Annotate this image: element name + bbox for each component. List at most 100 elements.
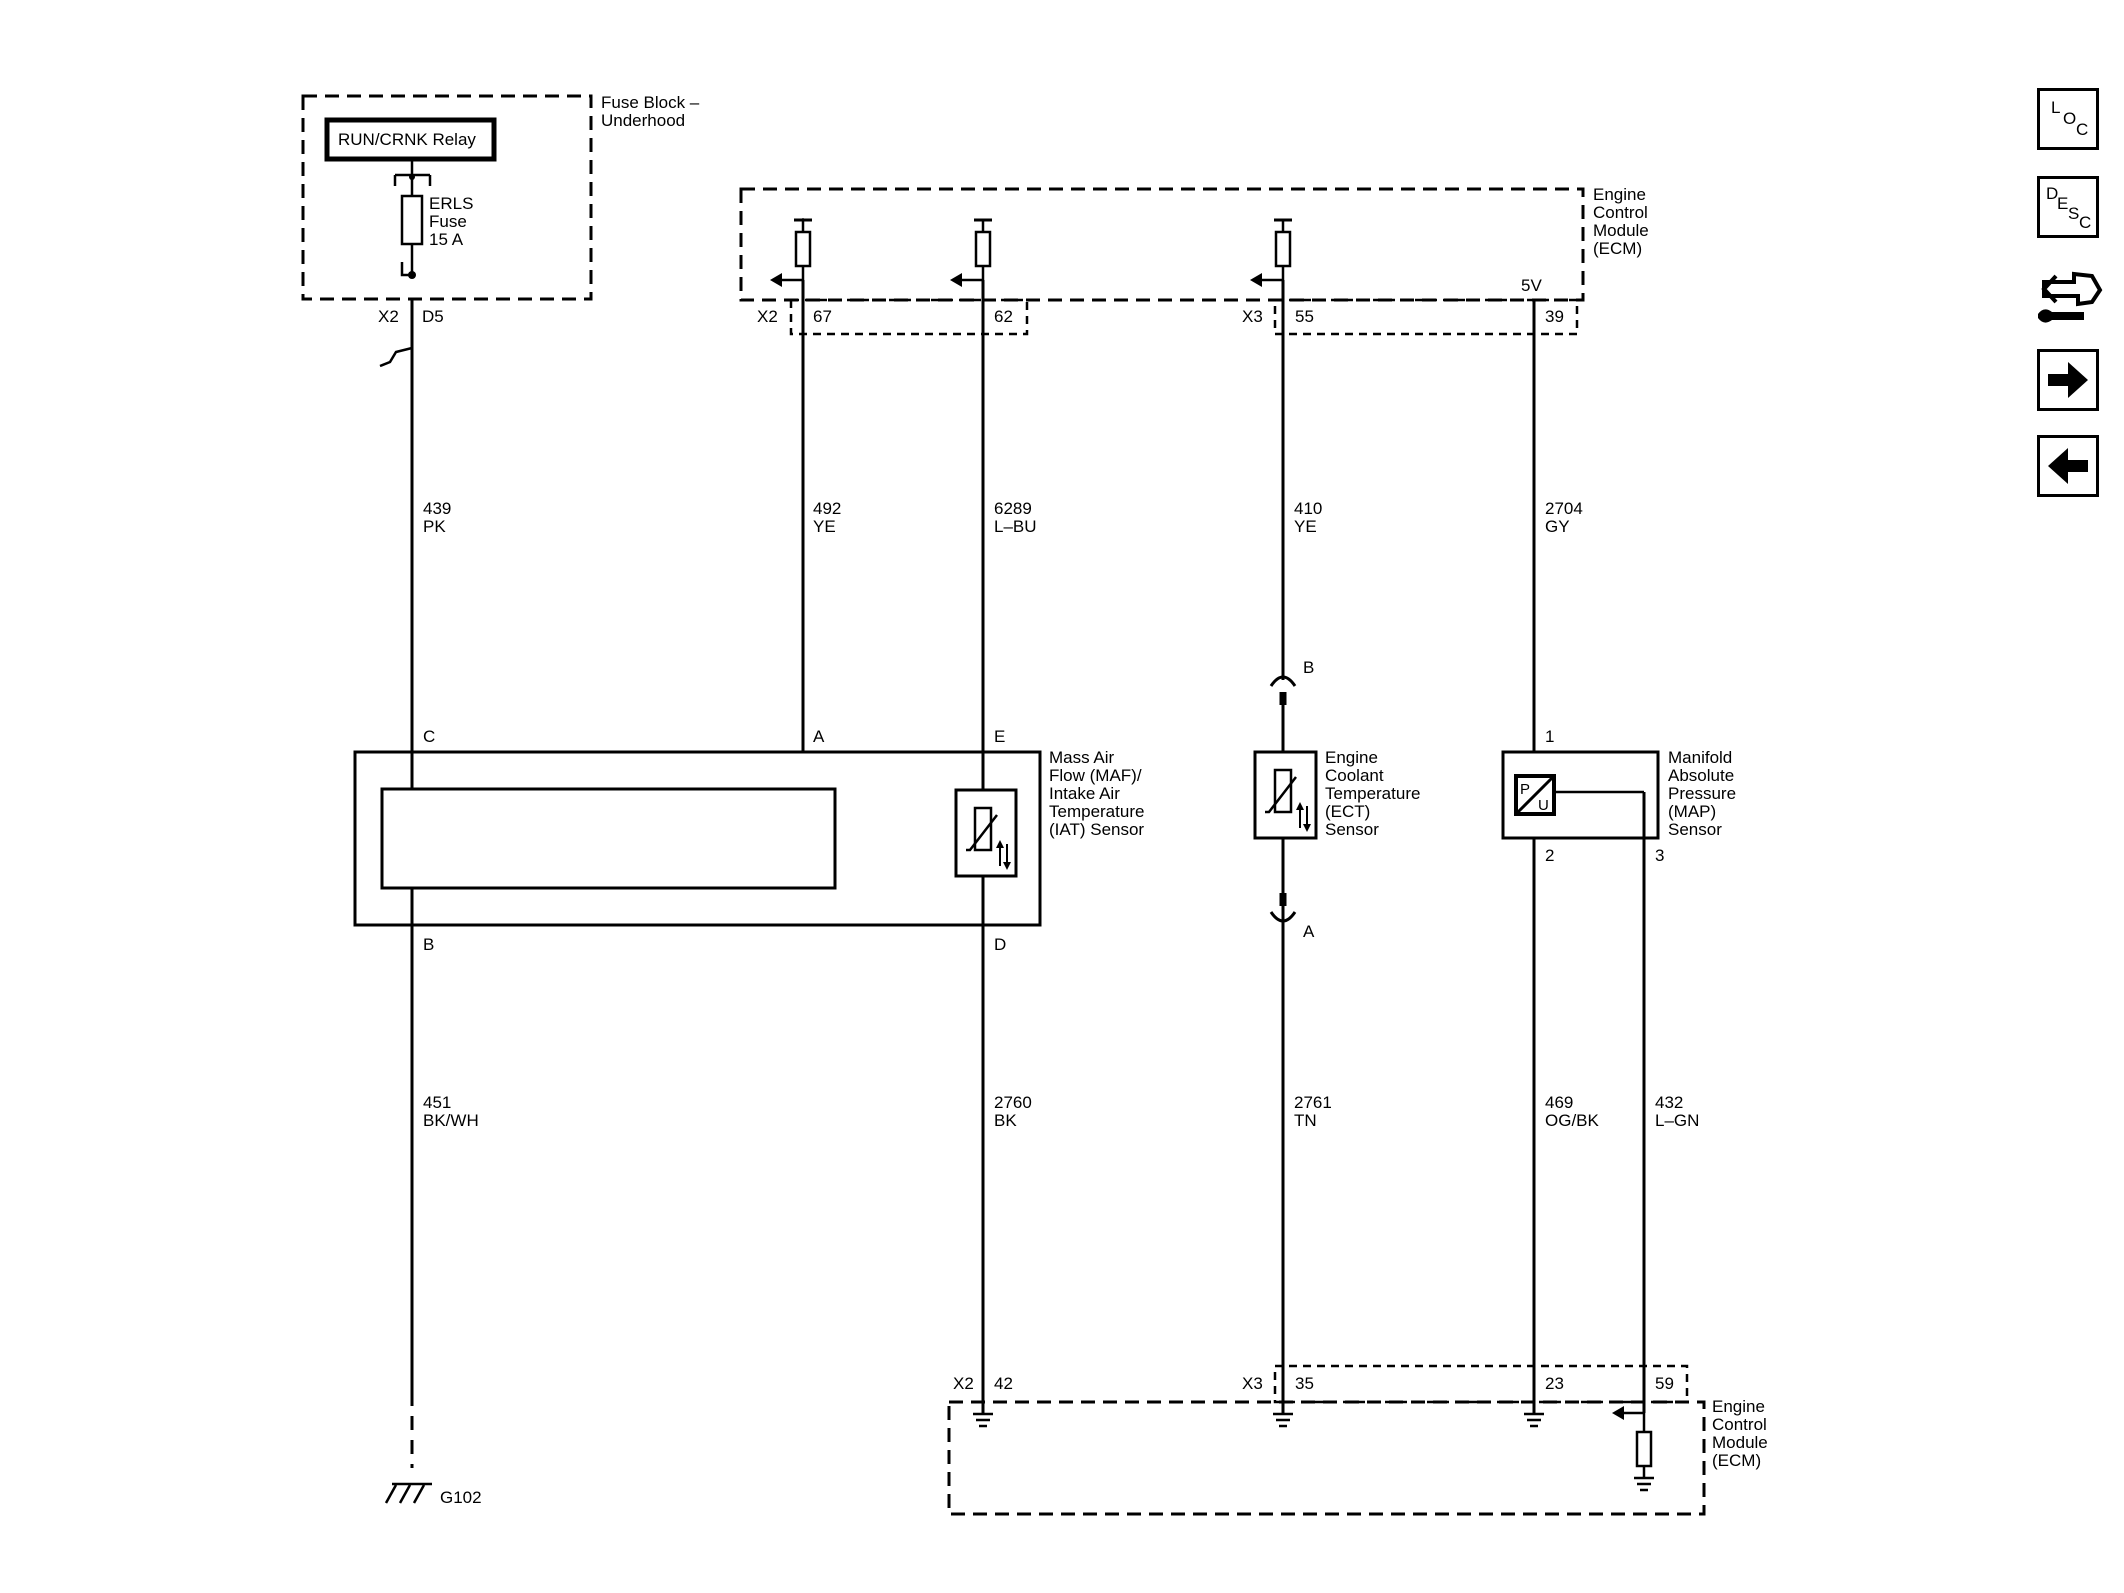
ecm-top-label-2: Control [1593, 203, 1648, 222]
map-pin-1: 1 [1545, 727, 1554, 746]
loc-letter-l: L [2051, 98, 2060, 117]
map-label-4: (MAP) [1668, 802, 1716, 821]
ecm-bottom-label-4: (ECM) [1712, 1451, 1761, 1470]
ect-label-4: (ECT) [1325, 802, 1370, 821]
pin-62: 62 [994, 307, 1013, 326]
map-symbol-p: P [1520, 781, 1530, 798]
ecm-top-label-1: Engine [1593, 185, 1646, 204]
wire-410-number: 410 [1294, 499, 1322, 518]
ecm-top-label-4: (ECM) [1593, 239, 1642, 258]
maf-label-3: Intake Air [1049, 784, 1120, 803]
wire-451-color: BK/WH [423, 1111, 479, 1130]
ect-pin-a: A [1303, 922, 1315, 941]
ecm-bottom-module [947, 1364, 1706, 1516]
ecm-bottom-label-3: Module [1712, 1433, 1768, 1452]
ecm-ground-23 [1524, 1412, 1544, 1428]
maf-label-2: Flow (MAF)/ [1049, 766, 1142, 785]
fuse-pin-d5: D5 [422, 307, 444, 326]
description-button[interactable]: D E S C [2037, 176, 2099, 238]
fuse-block-label-2: Underhood [601, 111, 685, 130]
maf-label-5: (IAT) Sensor [1049, 820, 1144, 839]
map-label-1: Manifold [1668, 748, 1732, 767]
ecm-top-module [739, 187, 1585, 336]
wire-439-color: PK [423, 517, 446, 536]
location-button[interactable]: L O C [2037, 88, 2099, 150]
five-volt-label: 5V [1521, 276, 1542, 295]
desc-letter-d: D [2046, 184, 2058, 203]
ecm-bottom-label-2: Control [1712, 1415, 1767, 1434]
wire-451-number: 451 [423, 1093, 451, 1112]
maf-pin-a: A [813, 727, 825, 746]
ect-label-2: Coolant [1325, 766, 1384, 785]
maf-label-4: Temperature [1049, 802, 1144, 821]
ect-sensor [1253, 675, 1318, 1413]
wire-439-number: 439 [423, 499, 451, 518]
loc-icon: L O C [2051, 98, 2088, 139]
wire-492-number: 492 [813, 499, 841, 518]
maf-pin-e: E [994, 727, 1005, 746]
ecm-pullup-67 [770, 218, 812, 287]
ecm-top-label-3: Module [1593, 221, 1649, 240]
ecm-ground-42 [973, 1412, 993, 1428]
map-pin-2: 2 [1545, 846, 1554, 865]
wire-410-color: YE [1294, 517, 1317, 536]
loc-letter-c: C [2076, 120, 2088, 139]
ground-g102-label: G102 [440, 1488, 482, 1507]
ecm-ground-35 [1273, 1412, 1293, 1428]
map-symbol-u: U [1538, 797, 1549, 814]
maf-iat-sensor [353, 750, 1042, 927]
wire-469-number: 469 [1545, 1093, 1573, 1112]
next-page-button[interactable] [2037, 349, 2099, 411]
loc-letter-o: O [2063, 109, 2076, 128]
ect-pin-b: B [1303, 658, 1314, 677]
ect-label-5: Sensor [1325, 820, 1379, 839]
map-label-5: Sensor [1668, 820, 1722, 839]
next-arrow-icon [2048, 362, 2088, 398]
fuse-label-2: Fuse [429, 212, 467, 231]
desc-icon: D E S C [2046, 184, 2091, 232]
maf-pin-c: C [423, 727, 435, 746]
wire-2704-color: GY [1545, 517, 1570, 536]
wire-2704-number: 2704 [1545, 499, 1583, 518]
map-pin-3: 3 [1655, 846, 1664, 865]
previous-page-button[interactable] [2037, 435, 2099, 497]
map-label-3: Pressure [1668, 784, 1736, 803]
ecm-pulldown-59 [1612, 1406, 1654, 1492]
wire-2761-color: TN [1294, 1111, 1317, 1130]
desc-letter-s: S [2068, 204, 2079, 223]
connector-tool-button[interactable] [2034, 262, 2104, 328]
ecm-top-x2: X2 [757, 307, 778, 326]
fuse-block-underhood [301, 94, 593, 301]
previous-arrow-icon [2048, 448, 2088, 484]
wire-492-color: YE [813, 517, 836, 536]
map-label-2: Absolute [1668, 766, 1734, 785]
fuse-block-label-1: Fuse Block – [601, 93, 700, 112]
wire-2760-number: 2760 [994, 1093, 1032, 1112]
pin-55: 55 [1295, 307, 1314, 326]
wire-432-color: L–GN [1655, 1111, 1699, 1130]
pin-35: 35 [1295, 1374, 1314, 1393]
wire-2761-number: 2761 [1294, 1093, 1332, 1112]
chassis-ground-icon [384, 1482, 432, 1504]
wire-469-color: OG/BK [1545, 1111, 1600, 1130]
ecm-bottom-x2: X2 [953, 1374, 974, 1393]
wire-6289-number: 6289 [994, 499, 1032, 518]
desc-letter-c: C [2079, 213, 2091, 232]
ect-label-1: Engine [1325, 748, 1378, 767]
wire-6289-color: L–BU [994, 517, 1037, 536]
map-sensor [1501, 750, 1660, 840]
pin-67: 67 [813, 307, 832, 326]
pin-59: 59 [1655, 1374, 1674, 1393]
ecm-pullup-55 [1250, 218, 1292, 287]
fuse-connector-x2: X2 [378, 307, 399, 326]
fuse-label-3: 15 A [429, 230, 464, 249]
pin-42: 42 [994, 1374, 1013, 1393]
connector-tool-icon [2038, 271, 2103, 323]
ecm-bottom-x3: X3 [1242, 1374, 1263, 1393]
pin-23: 23 [1545, 1374, 1564, 1393]
relay-label: RUN/CRNK Relay [338, 130, 476, 149]
pin-39: 39 [1545, 307, 1564, 326]
wire-2760-color: BK [994, 1111, 1017, 1130]
wire-432-number: 432 [1655, 1093, 1683, 1112]
